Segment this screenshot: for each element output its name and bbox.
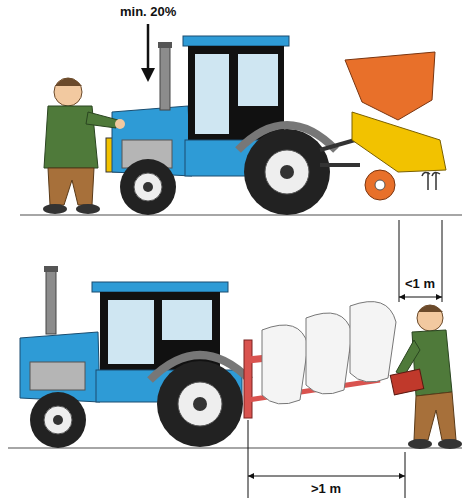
ballast-note: min. 20% (118, 4, 178, 19)
dimension-label: <1 m (403, 276, 437, 291)
dimension-label: >1 m (309, 481, 343, 496)
